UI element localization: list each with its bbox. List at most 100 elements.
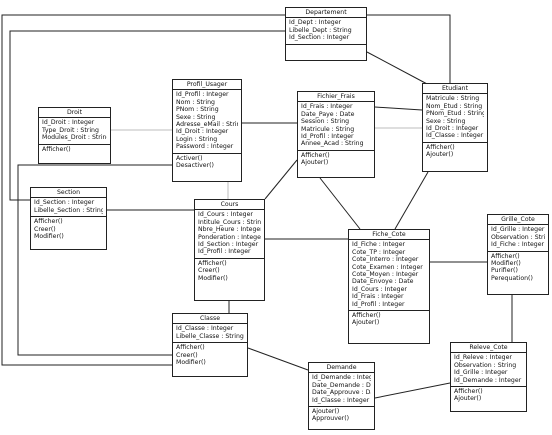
attribute: Login : String: [176, 135, 218, 143]
attribute: Modules_Droit : String: [42, 134, 107, 142]
attribute: Matricule : String: [301, 125, 355, 133]
operation: Afficher(): [34, 218, 63, 226]
operation: Approuver(): [312, 415, 350, 423]
operation: Ajouter(): [301, 159, 329, 167]
operations-section: Afficher() Creer() Modifier(): [173, 343, 247, 368]
assoc-departement-etudiant-2: [366, 51, 430, 86]
attribute: Id_Releve : Integer: [454, 354, 512, 362]
operation: Ajouter(): [454, 395, 482, 403]
operation: Ajouter(): [312, 408, 340, 416]
operation: Creer(): [34, 225, 56, 233]
operation: Afficher(): [352, 312, 381, 320]
attribute: Session : String: [301, 118, 350, 126]
operations-section: Afficher() Ajouter(): [349, 311, 429, 329]
attribute: Id_Fiche : Integer: [491, 241, 545, 249]
attribute: Id_Profil : Integer: [198, 248, 251, 256]
class-fichier-frais[interactable]: Fichier_Frais Id_Frais : Integer Date_Pa…: [297, 91, 375, 178]
attribute: Nom : String: [176, 98, 215, 106]
attribute: Nbre_Heure : Integer: [198, 226, 261, 234]
operation: Purifier(): [491, 267, 518, 275]
operations-section: Ajouter() Approuver(): [309, 407, 374, 425]
attribute: Id_Grille : Integer: [454, 369, 508, 377]
operation: Creer(): [198, 267, 220, 275]
attributes-section: Id_Section : Integer Libelle_Section : S…: [31, 198, 106, 218]
attribute: Intitule_Cours : String: [198, 218, 261, 226]
assoc-departement-etudiant: [367, 14, 451, 83]
operation: Desactiver(): [176, 162, 214, 170]
attribute: PNom : String: [176, 106, 219, 114]
class-title: Grille_Cote: [488, 215, 548, 226]
attribute: Nom_Etud : String: [426, 102, 483, 110]
attributes-section: Matricule : String Nom_Etud : String PNo…: [423, 94, 487, 143]
attributes-section: Id_Grille : Integer Observation : String…: [488, 225, 548, 252]
attribute: Cote_TP : Integer: [352, 248, 406, 256]
attribute: Date_Approuve : Date: [312, 389, 371, 397]
class-title: Cours: [195, 200, 264, 211]
class-releve-cote[interactable]: Releve_Cote Id_Releve : Integer Observat…: [450, 342, 527, 412]
attribute: Observation : String: [491, 233, 545, 241]
attribute: Observation : String: [454, 361, 517, 369]
attribute: Password : Integer: [176, 143, 234, 151]
operation: Ajouter(): [426, 151, 454, 159]
class-classe[interactable]: Classe Id_Classe : Integer Libelle_Class…: [172, 313, 248, 377]
operation: Afficher(): [454, 388, 483, 396]
class-profil-usager[interactable]: Profil_Usager Id_Profil : Integer Nom : …: [172, 79, 242, 182]
operation: Afficher(): [42, 145, 71, 153]
operations-section: [286, 45, 366, 48]
class-title: Departement: [286, 8, 366, 19]
class-droit[interactable]: Droit Id_Droit : Integer Type_Droit : St…: [38, 107, 111, 164]
attribute: Annee_Acad : String: [301, 140, 364, 148]
operations-section: Afficher(): [39, 145, 110, 155]
attribute: PNom_Etud : String: [426, 110, 484, 118]
attribute: Id_Droit : Integer: [176, 128, 229, 136]
attribute: Sexe : String: [426, 117, 466, 125]
attribute: Id_Demande : Integer: [312, 374, 371, 382]
attribute: Matricule : String: [426, 95, 480, 103]
assoc-classe-demande: [247, 347, 309, 371]
class-grille-cote[interactable]: Grille_Cote Id_Grille : Integer Observat…: [487, 214, 549, 295]
attribute: Id_Profil : Integer: [301, 133, 354, 141]
operation: Afficher(): [426, 143, 455, 151]
class-demande[interactable]: Demande Id_Demande : Integer Date_Demand…: [308, 362, 375, 430]
attribute: Id_Cours : Integer: [198, 211, 253, 219]
operation: Modifier(): [491, 260, 521, 268]
class-title: Fichier_Frais: [298, 92, 374, 103]
operation: Modifier(): [34, 233, 64, 241]
operations-section: Afficher() Ajouter(): [298, 151, 374, 169]
class-section[interactable]: Section Id_Section : Integer Libelle_Sec…: [30, 187, 107, 250]
class-departement[interactable]: Departement Id_Dept : Integer Libelle_De…: [285, 7, 367, 61]
operation: Modifier(): [198, 274, 228, 282]
attribute: Id_Frais : Integer: [352, 293, 404, 301]
class-title: Classe: [173, 314, 247, 325]
class-title: Etudiant: [423, 84, 487, 95]
attributes-section: Id_Releve : Integer Observation : String…: [451, 353, 526, 388]
attribute: Id_Demande : Integer: [454, 376, 522, 384]
attributes-section: Id_Fiche : Integer Cote_TP : Integer Cot…: [349, 240, 429, 312]
class-cours[interactable]: Cours Id_Cours : Integer Intitule_Cours …: [194, 199, 265, 301]
class-fiche-cote[interactable]: Fiche_Cote Id_Fiche : Integer Cote_TP : …: [348, 229, 430, 344]
attributes-section: Id_Profil : Integer Nom : String PNom : …: [173, 90, 241, 154]
operations-section: Afficher() Modifier() Purifier() Perequa…: [488, 252, 548, 285]
attributes-section: Id_Demande : Integer Date_Demande : Date…: [309, 373, 374, 408]
attribute: Cote_Moyen : Integer: [352, 271, 419, 279]
operation: Afficher(): [176, 344, 205, 352]
attribute: Id_Fiche : Integer: [352, 241, 406, 249]
attribute: Type_Droit : String: [42, 126, 99, 134]
operation: Ajouter(): [352, 319, 380, 327]
assoc-departement-classe: [1, 14, 285, 366]
attributes-section: Id_Cours : Integer Intitule_Cours : Stri…: [195, 210, 264, 259]
attribute: Id_Profil : Integer: [352, 300, 405, 308]
assoc-profil-section: [17, 164, 172, 356]
class-title: Fiche_Cote: [349, 230, 429, 241]
operation: Perequation(): [491, 274, 533, 282]
class-title: Profil_Usager: [173, 80, 241, 91]
attribute: Sexe : String: [176, 113, 216, 121]
class-title: Droit: [39, 108, 110, 119]
operation: Creer(): [176, 351, 198, 359]
operations-section: Afficher() Ajouter(): [451, 387, 526, 405]
attribute: Id_Classe : Integer: [176, 325, 234, 333]
class-etudiant[interactable]: Etudiant Matricule : String Nom_Etud : S…: [422, 83, 488, 172]
assoc-etudiant-fiche: [394, 171, 429, 230]
